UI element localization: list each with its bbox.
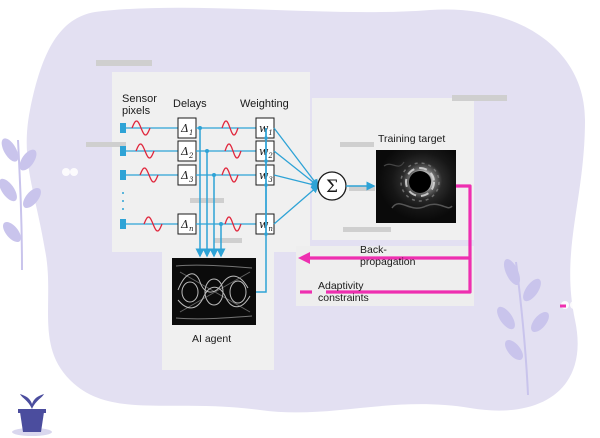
ellipsis-dot <box>122 208 124 210</box>
weight-subscript: 1 <box>268 129 272 137</box>
feedback-panel <box>296 246 474 306</box>
sum-icon: Σ <box>326 177 338 197</box>
sine-wave <box>224 216 242 232</box>
backpropagation-arrowhead <box>298 252 310 264</box>
delays-label: Delays <box>173 98 207 110</box>
adaptivity-label-line1: Adaptivity <box>318 280 364 292</box>
sum-node: Σ <box>317 171 347 201</box>
plant-icon <box>497 259 549 396</box>
weight-subscript: 3 <box>268 176 273 184</box>
weight-subscript: n <box>268 225 273 233</box>
adaptivity-label-line2: constraints <box>318 292 369 304</box>
delay-bus-lines <box>195 128 226 258</box>
sensor-pixel <box>120 123 126 133</box>
sensor-pixel <box>120 170 126 180</box>
sine-wave <box>131 120 151 136</box>
weight-bus-lines <box>256 128 267 293</box>
weight-subscript: 2 <box>267 152 273 160</box>
ai-agent-image <box>172 258 256 325</box>
delay-subscript: 1 <box>189 129 193 137</box>
ellipsis-dot <box>122 192 124 194</box>
decorative-dots <box>62 168 578 309</box>
sine-wave <box>143 216 163 232</box>
delay-subscript: 3 <box>189 176 194 184</box>
backpropagation-label-line1: Back- <box>360 244 387 256</box>
training-target-label: Training target <box>378 133 445 145</box>
weight-to-sum-line <box>273 185 319 225</box>
delay-subscript: 2 <box>188 152 194 160</box>
weight-to-sum-line <box>273 127 319 188</box>
ai-agent-label: AI agent <box>192 333 231 345</box>
sensor-pixel <box>120 146 126 156</box>
sensor-pixels-label-line2: pixels <box>122 105 151 117</box>
sine-wave <box>224 143 242 159</box>
weight-to-sum-line <box>273 174 320 189</box>
sine-wave <box>221 167 239 183</box>
backpropagation-arrow <box>308 184 472 294</box>
sensor-pixel <box>120 219 126 229</box>
sine-wave <box>221 120 239 136</box>
ellipsis-dot <box>122 200 124 202</box>
ultrasound-image <box>376 150 456 223</box>
sine-wave <box>139 167 159 183</box>
sine-wave <box>135 143 155 159</box>
weighting-label: Weighting <box>240 98 289 110</box>
backpropagation-label-line2: propagation <box>360 256 416 268</box>
weight-to-sum-line <box>273 150 320 187</box>
pot-icon <box>12 394 52 436</box>
sensor-pixels-label-line1: Sensor <box>122 93 157 105</box>
plant-icon <box>0 138 41 271</box>
delay-subscript: n <box>189 225 194 233</box>
